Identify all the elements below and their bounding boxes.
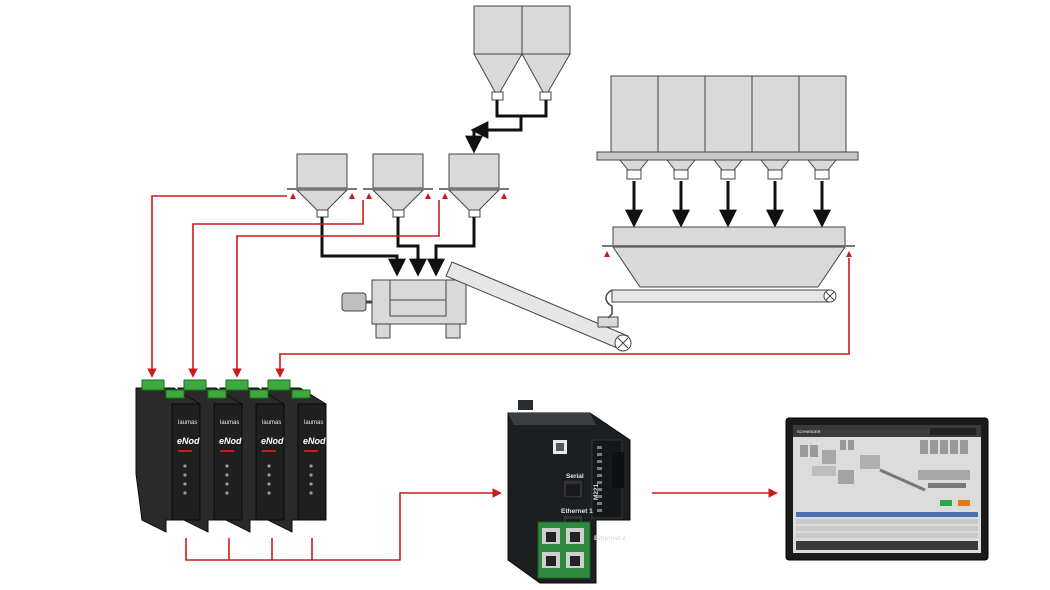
plc-led [597,446,602,449]
plc-led-column [597,446,602,512]
plc-led [597,474,602,477]
silo-icon [521,5,571,55]
silo-cone [618,159,650,171]
plc-led [597,460,602,463]
load-cell-icon [604,251,610,257]
silo-icon [657,75,706,153]
hopper-icon [448,153,500,189]
weighing-module-rack: laumas eNod laumas eNod laumas eNod laumas eNod [135,379,327,533]
hmi-panel-icon: SCHNEIDER [785,417,989,561]
signal-wiring [147,195,850,561]
plc-led [597,453,602,456]
silo-cone [806,159,838,171]
module-brand-label: laumas [262,420,281,426]
module-model-label: eNod [303,436,326,446]
plc-led [597,467,602,470]
module-model-label: eNod [177,436,200,446]
load-cell-icon [425,193,431,199]
plc-led [597,495,602,498]
silo-cone [665,159,697,171]
silo-valve [626,169,642,180]
plc-model-label: M221 [593,483,600,500]
weigh-hopper [602,226,855,319]
silo-icon [798,75,847,153]
weighing-module-icon: laumas eNod [135,379,201,533]
hmi-title: SCHNEIDER [797,429,821,434]
module-brand-label: laumas [220,420,239,426]
load-cell-icon [290,193,296,199]
silo-cone [712,159,744,171]
hmi-screen-mimic [796,440,978,550]
screw-conveyor-icon [445,261,632,352]
module-model-label: eNod [219,436,242,446]
plc-led [597,488,602,491]
load-cell-icon [442,193,448,199]
silo-valve [767,169,783,180]
module-model-label: eNod [261,436,284,446]
silo-cone [759,159,791,171]
load-cell-icon [366,193,372,199]
module-brand-label: laumas [178,420,197,426]
plc-serial-label: Serial [566,473,584,480]
silo-icon [610,75,659,153]
plc-led [597,509,602,512]
silo-outlets [618,159,838,228]
silo-valve [814,169,830,180]
silo-icon [751,75,800,153]
load-cell-icon [846,251,852,257]
plc-icon: Serial Ethernet 1 Ethernet 2 M221 [507,400,631,584]
silo-icon [473,5,523,55]
twin-silo [465,5,571,154]
silo-icon [704,75,753,153]
hopper-group [287,153,509,218]
load-cell-icon [501,193,507,199]
silo-valve [673,169,689,180]
plc-led [597,481,602,484]
plc-ethernet2-label: Ethernet 2 [594,535,626,542]
mixer-icon [341,279,467,339]
hopper-icon [372,153,424,189]
plc-led [597,502,602,505]
silo-valve [720,169,736,180]
hopper-icon [296,153,348,189]
silo-bank [596,75,859,228]
module-brand-label: laumas [304,420,323,426]
plc-ethernet1-label: Ethernet 1 [561,508,593,515]
load-cell-icon [349,193,355,199]
